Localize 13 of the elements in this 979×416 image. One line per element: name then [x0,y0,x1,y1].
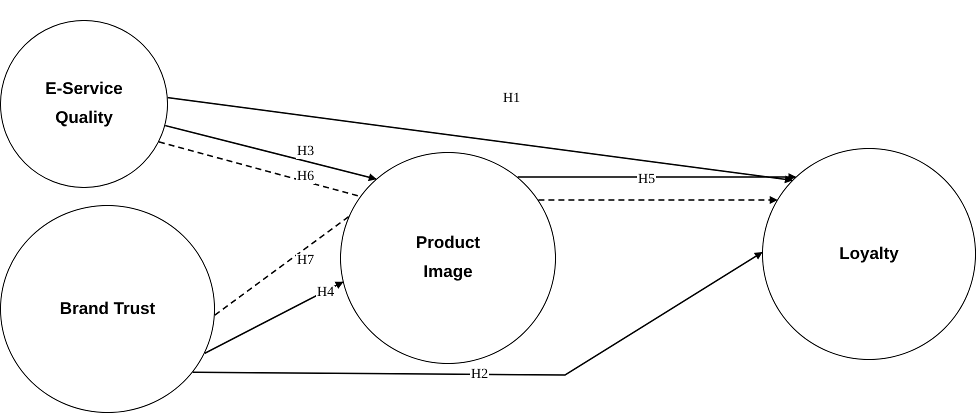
arrow [168,96,793,184]
edge-label: H4 [316,286,336,300]
construct-label: Product Image [414,232,482,283]
edge-label: H6 [296,170,316,184]
arrow [165,124,377,182]
arrow [518,173,796,181]
edge-label: H3 [296,145,316,159]
construct-label: Loyalty [839,242,899,265]
arrow [192,252,763,376]
dashed-arrow [538,196,778,204]
construct-label: E-Service Quality [44,78,124,129]
construct-label: Brand Trust [60,298,156,320]
arrow [204,281,344,354]
